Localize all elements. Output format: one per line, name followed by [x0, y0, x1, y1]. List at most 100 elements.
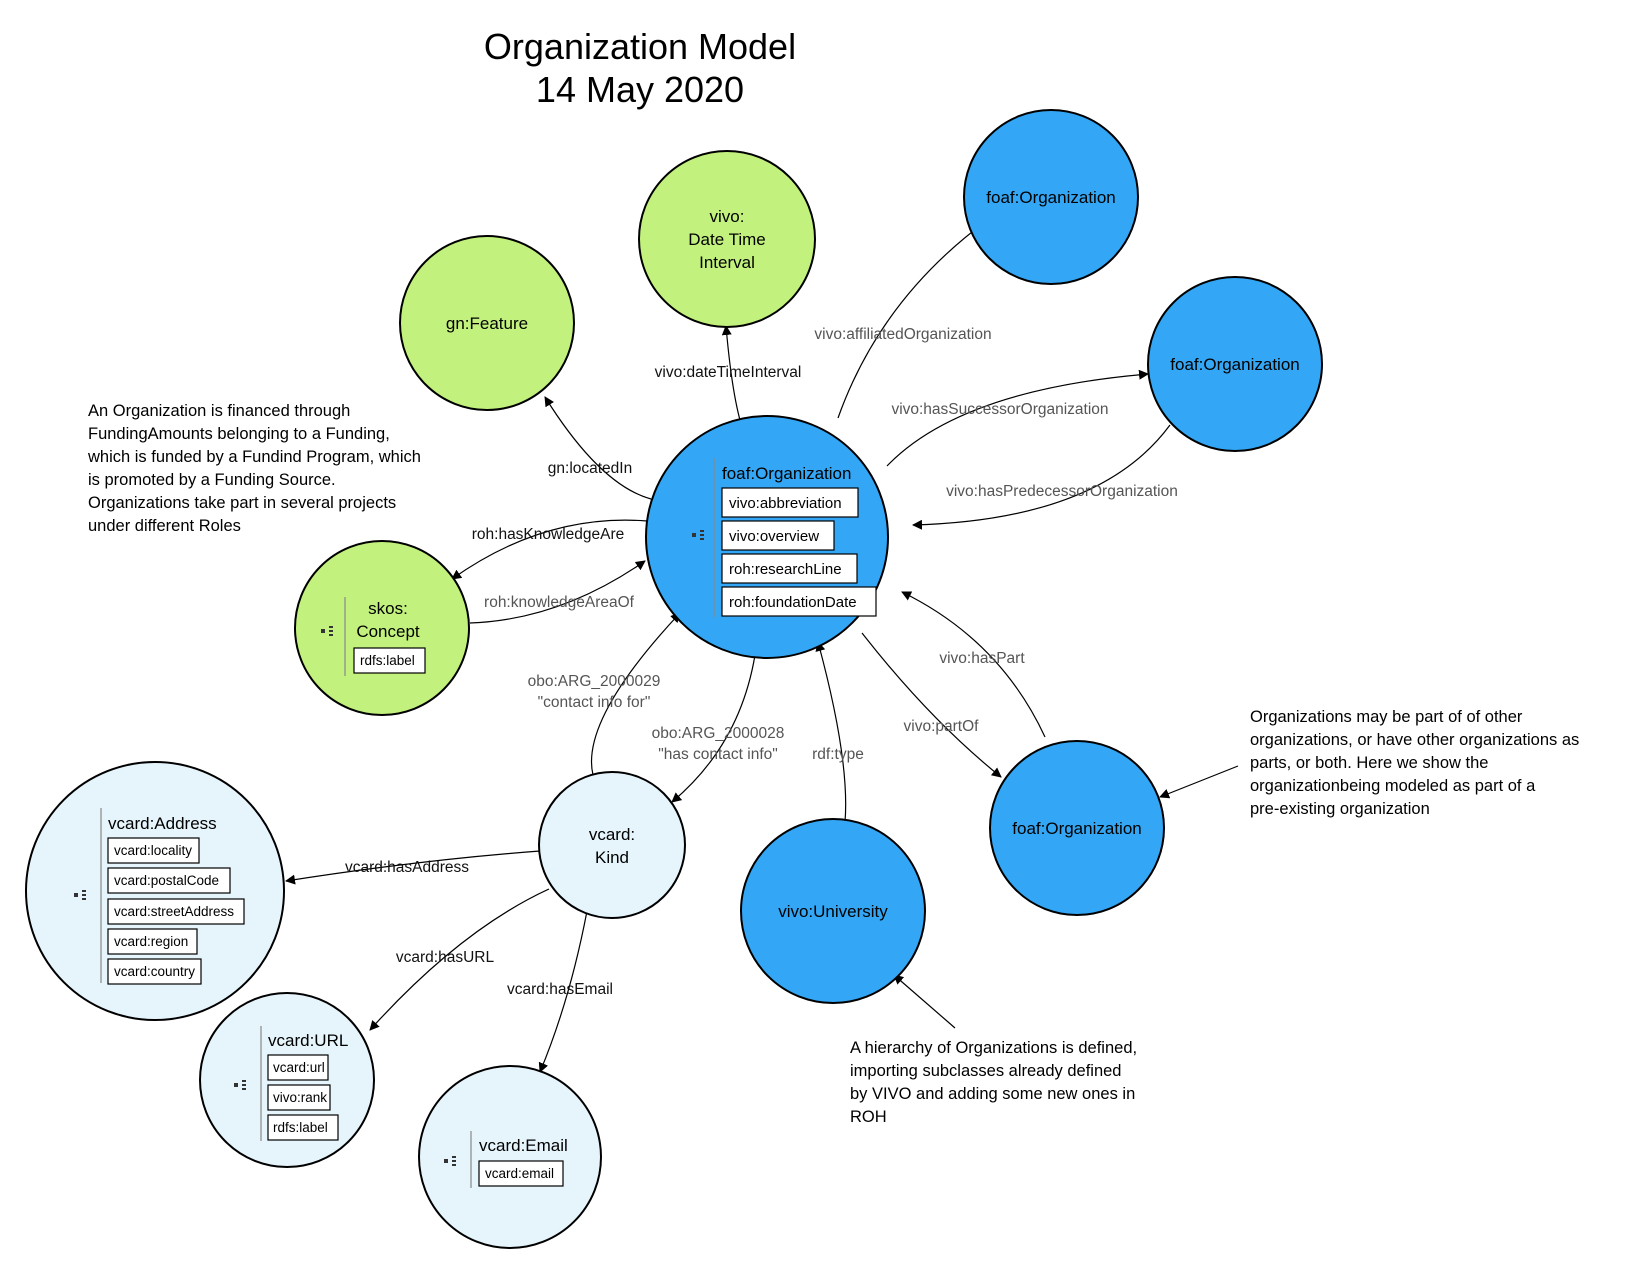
edge-has-url	[369, 888, 550, 1031]
address-prop-region: vcard:region	[114, 934, 188, 949]
label-successor-organization: vivo:hasSuccessorOrganization	[891, 401, 1108, 418]
label-knowledge-area-of: roh:knowledgeAreaOf	[484, 594, 635, 611]
node-gn-feature: gn:Feature	[399, 235, 575, 411]
node-vivo-university: vivo:University	[740, 818, 926, 1004]
note-part-of-line2: organizations, or have other organizatio…	[1250, 731, 1579, 749]
label-located-in: gn:locatedIn	[548, 460, 632, 477]
label-has-contact-info-2: "has contact info"	[658, 746, 778, 763]
expand-icon	[321, 626, 333, 636]
note-funding-line3: which is funded by a Fundind Program, wh…	[87, 448, 421, 466]
node-affiliated-organization: foaf:Organization	[963, 109, 1139, 285]
kind-line2: Kind	[595, 848, 629, 867]
successor-org-name: foaf:Organization	[1170, 355, 1299, 374]
label-contact-info-for-1: obo:ARG_2000029	[528, 673, 661, 690]
url-prop-url: vcard:url	[273, 1060, 325, 1075]
edge-knowledge-area-of	[469, 560, 646, 624]
main-organization-name: foaf:Organization	[722, 464, 851, 483]
url-prop-label: rdfs:label	[273, 1120, 328, 1135]
address-prop-locality: vcard:locality	[114, 843, 192, 858]
address-name: vcard:Address	[108, 814, 217, 833]
feature-name: gn:Feature	[446, 314, 528, 333]
note-part-of: Organizations may be part of of other or…	[1250, 708, 1579, 818]
date-time-line1: vivo:	[710, 207, 745, 226]
note-funding-line4: is promoted by a Funding Source.	[88, 471, 336, 489]
edge-predecessor-organization	[912, 424, 1171, 530]
email-prop-email: vcard:email	[485, 1166, 554, 1181]
edge-affiliated-organization	[837, 221, 986, 419]
label-predecessor-organization: vivo:hasPredecessorOrganization	[946, 483, 1178, 500]
main-prop-abbreviation: vivo:abbreviation	[729, 495, 842, 512]
node-vcard-kind: vcard: Kind	[538, 771, 686, 919]
note-part-of-line3: parts, or both. Here we show the	[1250, 754, 1488, 772]
concept-line2: Concept	[356, 622, 420, 641]
concept-prop-label: rdfs:label	[360, 653, 415, 668]
label-has-url: vcard:hasURL	[396, 949, 495, 966]
label-has-email: vcard:hasEmail	[507, 981, 613, 998]
diagram-title-line1: Organization Model	[484, 26, 796, 67]
date-time-line2: Date Time	[688, 230, 765, 249]
edge-has-part	[901, 591, 1046, 738]
edge-has-knowledge-area	[451, 519, 648, 580]
label-affiliated-organization: vivo:affiliatedOrganization	[814, 326, 991, 343]
kind-line1: vcard:	[589, 825, 635, 844]
address-prop-country: vcard:country	[114, 964, 195, 979]
label-part-of: vivo:partOf	[904, 718, 980, 735]
address-prop-postal-code: vcard:postalCode	[114, 873, 219, 888]
node-vcard-email: vcard:Email vcard:email	[418, 1065, 602, 1249]
date-time-line3: Interval	[699, 253, 755, 272]
node-vcard-address: vcard:Address vcard:locality vcard:posta…	[25, 761, 285, 1021]
part-org-name: foaf:Organization	[1012, 819, 1141, 838]
note-funding-line2: FundingAmounts belonging to a Funding,	[88, 425, 390, 443]
expand-icon	[692, 530, 704, 540]
note-funding-line6: under different Roles	[88, 517, 241, 535]
expand-icon	[444, 1156, 456, 1166]
node-main-organization: foaf:Organization vivo:abbreviation vivo…	[645, 415, 889, 659]
edge-successor-organization	[886, 369, 1149, 467]
note-part-of-line4: organizationbeing modeled as part of a	[1250, 777, 1536, 795]
expand-icon	[234, 1080, 246, 1090]
note-hierarchy-line3: by VIVO and adding some new ones in	[850, 1085, 1135, 1103]
diagram-title-line2: 14 May 2020	[536, 69, 744, 110]
note-pointer-hierarchy	[893, 974, 956, 1029]
note-funding-line5: Organizations take part in several proje…	[88, 494, 396, 512]
node-vcard-url: vcard:URL vcard:url vivo:rank rdfs:label	[199, 992, 375, 1168]
note-hierarchy-line1: A hierarchy of Organizations is defined,	[850, 1039, 1137, 1057]
label-rdf-type: rdf:type	[812, 746, 864, 763]
label-has-address: vcard:hasAddress	[345, 859, 469, 876]
label-has-contact-info-1: obo:ARG_2000028	[652, 725, 785, 742]
note-hierarchy-line2: importing subclasses already defined	[850, 1062, 1122, 1080]
edge-has-email	[538, 910, 588, 1073]
note-part-of-line1: Organizations may be part of of other	[1250, 708, 1523, 726]
edge-contact-info-for	[590, 612, 681, 776]
email-name: vcard:Email	[479, 1136, 568, 1155]
edge-part-of	[861, 632, 1002, 778]
note-funding-line1: An Organization is financed through	[88, 402, 350, 420]
label-has-knowledge-area: roh:hasKnowledgeAre	[472, 526, 625, 543]
label-contact-info-for-2: "contact info for"	[538, 694, 651, 711]
note-part-of-line5: pre-existing organization	[1250, 800, 1430, 818]
concept-line1: skos:	[368, 599, 408, 618]
node-skos-concept: skos: Concept rdfs:label	[294, 540, 470, 716]
note-pointer-part-of	[1159, 765, 1239, 799]
url-prop-rank: vivo:rank	[273, 1090, 327, 1105]
edge-has-address	[285, 850, 541, 885]
note-funding: An Organization is financed through Fund…	[87, 402, 421, 535]
node-part-organization: foaf:Organization	[989, 740, 1165, 916]
address-prop-street-address: vcard:streetAddress	[114, 904, 234, 919]
note-hierarchy: A hierarchy of Organizations is defined,…	[850, 1039, 1137, 1126]
expand-icon	[74, 890, 86, 900]
main-prop-foundation-date: roh:foundationDate	[729, 594, 857, 611]
affiliated-org-name: foaf:Organization	[986, 188, 1115, 207]
edge-has-contact-info	[671, 654, 756, 803]
label-date-time-interval: vivo:dateTimeInterval	[655, 364, 802, 381]
edge-rdf-type	[815, 641, 847, 823]
node-date-time-interval: vivo: Date Time Interval	[638, 150, 816, 328]
note-hierarchy-line4: ROH	[850, 1108, 887, 1126]
main-prop-research-line: roh:researchLine	[729, 561, 842, 578]
university-name: vivo:University	[778, 902, 888, 921]
main-prop-overview: vivo:overview	[729, 528, 819, 545]
node-successor-organization: foaf:Organization	[1147, 276, 1323, 452]
url-name: vcard:URL	[268, 1031, 348, 1050]
label-has-part: vivo:hasPart	[939, 650, 1025, 667]
